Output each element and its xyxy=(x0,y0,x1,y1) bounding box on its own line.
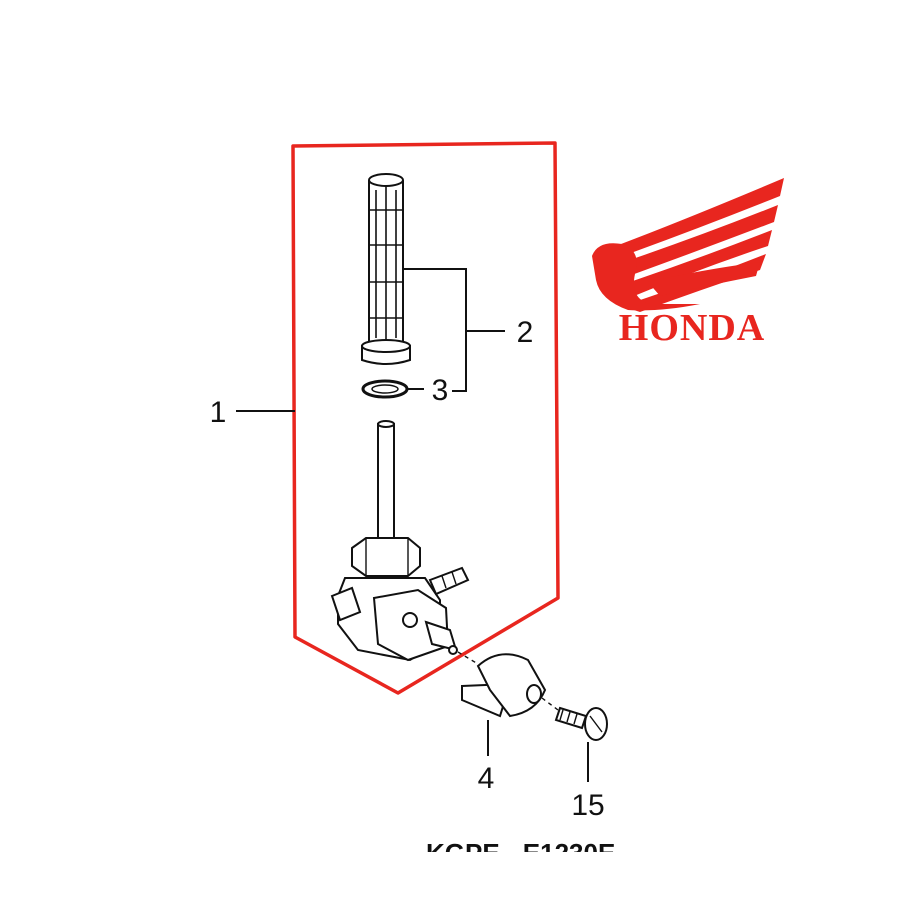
callout-4: 4 xyxy=(478,762,495,795)
honda-wordmark: HONDA xyxy=(619,307,765,349)
callout-3: 3 xyxy=(432,374,449,407)
fuel-cock-body xyxy=(330,420,470,662)
alignment-lines xyxy=(457,651,559,711)
strainer-screen xyxy=(361,173,411,365)
fuel-cock-lever xyxy=(461,653,547,718)
bottom-mask xyxy=(400,852,720,882)
callout-2: 2 xyxy=(517,316,534,349)
lever-screw xyxy=(554,706,608,741)
assembly-outline xyxy=(291,141,560,695)
callout-1: 1 xyxy=(210,396,227,429)
callout-15: 15 xyxy=(571,789,604,822)
honda-wing-logo xyxy=(592,178,784,312)
leader-lines xyxy=(236,268,589,782)
o-ring xyxy=(361,379,409,399)
